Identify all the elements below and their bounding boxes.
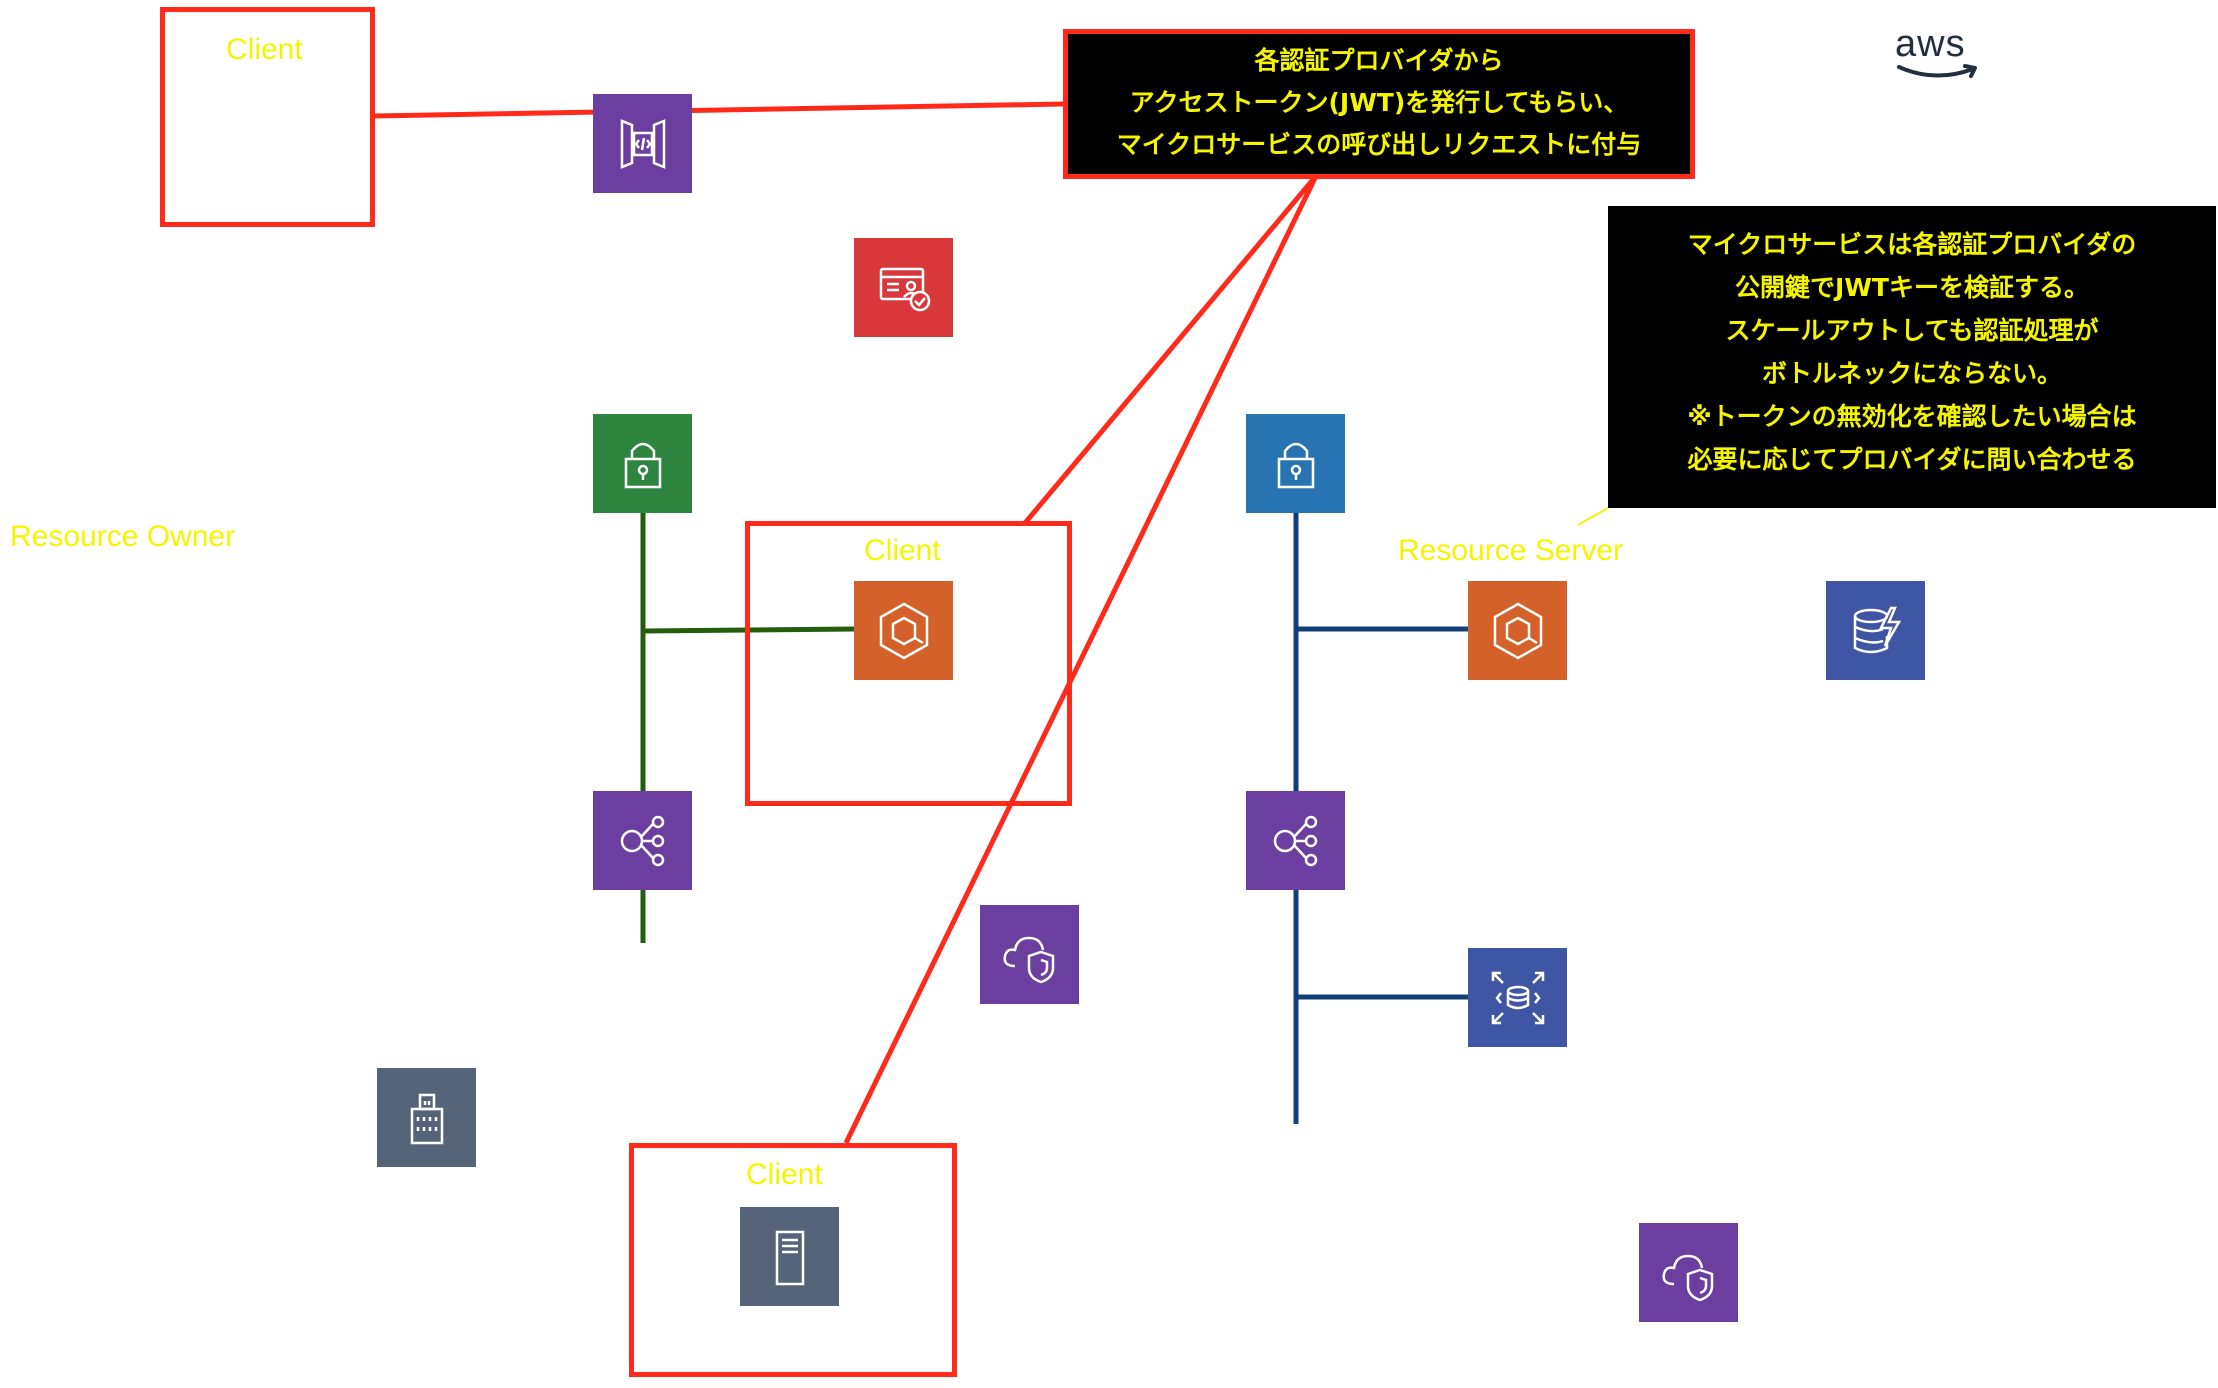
cloud-shield-right-icon xyxy=(1639,1223,1738,1322)
dynamodb-icon xyxy=(1826,581,1925,680)
cloud-shield-mid-icon xyxy=(980,905,1079,1004)
callout-top-line-1: 各認証プロバイダから xyxy=(1254,46,1504,75)
server-icon xyxy=(740,1207,839,1306)
callout-right-line-4: ボトルネックにならない。 xyxy=(1761,359,2062,388)
callout-right-line-5: ※トークンの無効化を確認したい場合は xyxy=(1687,402,2137,431)
vpc-lock-green-icon xyxy=(593,414,692,513)
callout-right-line-1: マイクロサービスは各認証プロバイダの xyxy=(1687,230,2137,259)
aws-logo-text: aws xyxy=(1895,23,1966,65)
client-mid-label: Client xyxy=(864,534,941,567)
callout-right-line-2: 公開鍵でJWTキーを検証する。 xyxy=(1735,273,2089,302)
api-gateway-icon xyxy=(593,94,692,193)
client-bottom-box xyxy=(629,1143,957,1377)
client-top-label: Client xyxy=(226,33,303,66)
callout-top-line-2: アクセストークン(JWT)を発行してもらい、 xyxy=(1129,88,1629,117)
callout-right-line-6: 必要に応じてプロバイダに問い合わせる xyxy=(1687,445,2137,474)
callout-right-pointer xyxy=(1577,507,1609,526)
client-mid-box xyxy=(745,521,1072,806)
aws-smile-icon xyxy=(1897,64,1977,78)
resource-server-label: Resource Server xyxy=(1398,534,1624,567)
callout-right-line-3: スケールアウトしても認証処理が xyxy=(1725,316,2099,345)
load-balancer-right-icon xyxy=(1246,791,1345,890)
red-connector-client-bottom xyxy=(843,174,1319,1145)
corporate-building-icon xyxy=(377,1068,476,1167)
vpc-lock-blue-icon xyxy=(1246,414,1345,513)
ecs-server-icon xyxy=(1468,581,1567,680)
ecs-client-icon xyxy=(854,581,953,680)
cognito-icon xyxy=(854,238,953,337)
callout-top: 各認証プロバイダから アクセストークン(JWT)を発行してもらい、 マイクロサー… xyxy=(1063,29,1695,179)
aws-logo: aws xyxy=(1895,25,1985,85)
rds-database-icon xyxy=(1468,948,1567,1047)
resource-owner-label: Resource Owner xyxy=(10,520,236,553)
callout-top-line-3: マイクロサービスの呼び出しリクエストに付与 xyxy=(1116,130,1642,159)
callout-right: マイクロサービスは各認証プロバイダの 公開鍵でJWTキーを検証する。 スケールア… xyxy=(1608,206,2216,508)
client-bottom-label: Client xyxy=(746,1158,823,1191)
client-top-box xyxy=(160,7,375,227)
red-connector-client-top xyxy=(373,101,1064,119)
red-connector-client-mid xyxy=(1023,174,1318,525)
load-balancer-left-icon xyxy=(593,791,692,890)
